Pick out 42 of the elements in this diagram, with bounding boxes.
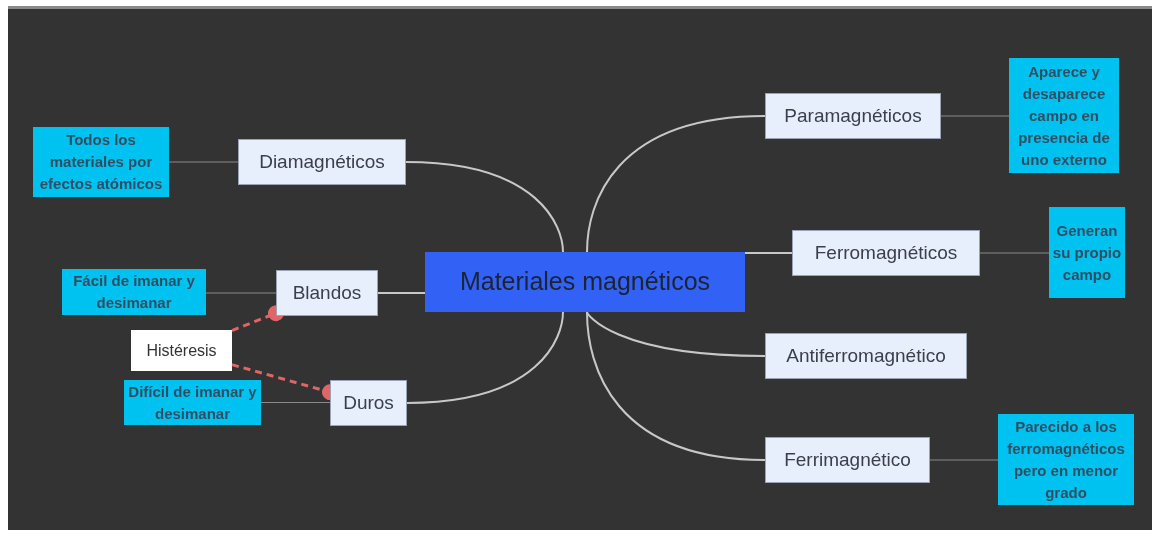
connector-line	[168, 161, 239, 163]
node-text: Difícil de imanar y desimanar	[127, 381, 258, 424]
node-text: Ferromagnéticos	[814, 240, 958, 265]
dashed-connector	[231, 305, 284, 332]
node-text: Ferrimagnético	[784, 447, 911, 472]
connector-line	[205, 292, 277, 294]
connector-line	[586, 311, 766, 461]
node-text: Histéresis	[146, 340, 217, 361]
connector-line	[744, 252, 793, 254]
topic-box	[238, 139, 406, 185]
connector-line	[260, 402, 331, 403]
topic-box	[765, 437, 930, 483]
label-box	[131, 330, 232, 371]
note-box	[998, 414, 1134, 505]
topic-box	[765, 93, 941, 139]
node-text: Antiferromagnético	[786, 343, 946, 368]
connector-line	[586, 311, 766, 357]
note-box	[62, 269, 206, 315]
node-text: Paramagnéticos	[784, 103, 922, 128]
node-text: Diamagnéticos	[259, 149, 385, 174]
node-text: Materiales magnéticos	[459, 266, 711, 298]
node-text: Duros	[343, 390, 394, 415]
node-text: Parecido a los ferromagnéticos pero en menor grado	[1006, 416, 1126, 503]
node-text: Aparece y desaparece campo en presencia de uno externo	[1017, 61, 1111, 170]
connector-line	[979, 252, 1050, 254]
node-text: Generan su propio campo	[1051, 220, 1123, 285]
node-text: Fácil de imanar y desimanar	[72, 271, 196, 313]
topic-box	[276, 270, 378, 316]
central-topic-box	[425, 252, 745, 312]
topic-box	[765, 333, 967, 379]
node-text: Todos los materiales por efectos atómicos	[38, 130, 164, 194]
topic-box	[792, 230, 980, 276]
connector-line	[406, 311, 564, 404]
node-text: Blandos	[292, 280, 362, 305]
note-box	[1009, 58, 1119, 173]
topic-box	[330, 380, 407, 426]
connector-line	[929, 459, 999, 461]
connector-line	[940, 115, 1010, 117]
connector-line	[405, 161, 564, 253]
note-box	[1049, 207, 1125, 298]
connector-line	[377, 292, 426, 294]
connector-line	[586, 115, 766, 253]
